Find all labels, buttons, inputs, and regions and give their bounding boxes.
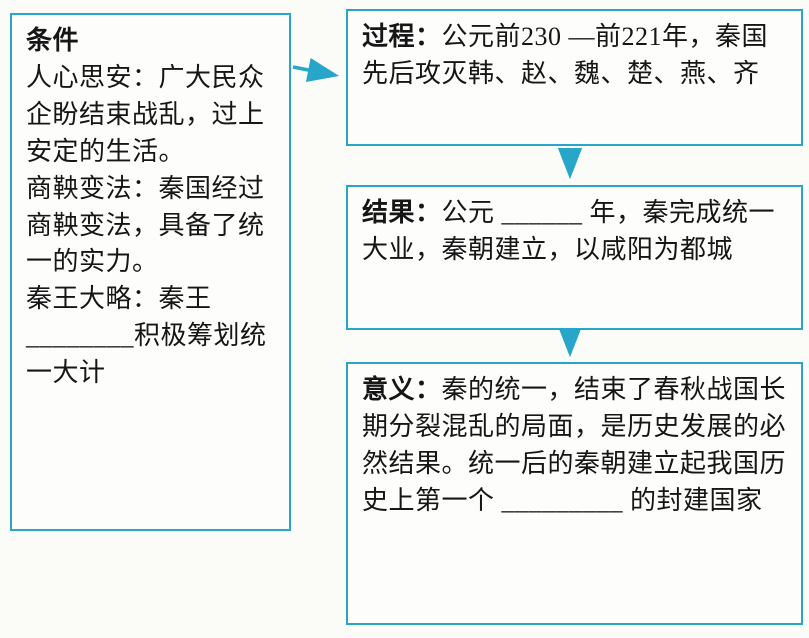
conditions-text-renxin: 人心思安：广大民众企盼结束战乱，过上安定的生活。 bbox=[26, 62, 265, 166]
conditions-box: 条件 人心思安：广大民众企盼结束战乱，过上安定的生活。 商鞅变法：秦国经过商鞅变… bbox=[10, 13, 291, 531]
conditions-text-qinwang: 秦王大略：秦王________积极筹划统一大计 bbox=[26, 284, 267, 388]
significance-label: 意义： bbox=[362, 375, 442, 404]
process-box: 过程：公元前230 —前221年，秦国先后攻灭韩、赵、魏、楚、燕、齐 bbox=[346, 9, 803, 146]
significance-text: 秦的统一，结束了春秋战国长期分裂混乱的局面，是历史发展的必然结果。统一后的秦朝建… bbox=[362, 375, 787, 515]
significance-box: 意义：秦的统一，结束了春秋战国长期分裂混乱的局面，是历史发展的必然结果。统一后的… bbox=[346, 362, 803, 625]
conditions-title: 条件 bbox=[26, 26, 80, 55]
process-label: 过程： bbox=[362, 22, 442, 51]
result-text: 公元 ______ 年，秦完成统一大业，秦朝建立，以咸阳为都城 bbox=[362, 198, 776, 264]
result-box: 结果：公元 ______ 年，秦完成统一大业，秦朝建立，以咸阳为都城 bbox=[346, 185, 803, 330]
arrow-conditions-to-process-icon bbox=[292, 57, 340, 82]
conditions-text-shangyang: 商鞅变法：秦国经过商鞅变法，具备了统一的实力。 bbox=[26, 173, 265, 277]
process-text: 公元前230 —前221年，秦国先后攻灭韩、赵、魏、楚、燕、齐 bbox=[362, 22, 769, 88]
result-label: 结果： bbox=[362, 198, 442, 227]
